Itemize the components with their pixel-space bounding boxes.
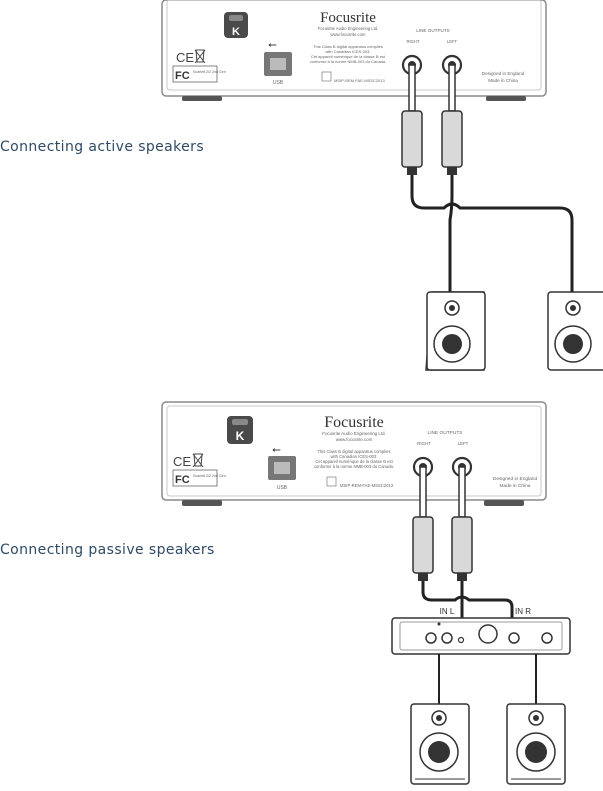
trs-cables-1 xyxy=(401,54,574,300)
brand-name: Focusrite xyxy=(324,414,384,431)
fcc-text-1: This Class B digital apparatus complies xyxy=(313,44,383,49)
lock-letter: K xyxy=(232,26,240,38)
left-output-label: LEFT xyxy=(447,39,458,44)
company-name: Focusrite Audio Engineering Ltd. xyxy=(318,26,379,31)
company-url: www.focusrite.com xyxy=(331,32,366,37)
fcc-text-1: This Class B digital apparatus complies xyxy=(317,449,390,454)
usb-label: USB xyxy=(277,485,288,491)
usb-port: ⭠ USB xyxy=(268,444,296,491)
company-name: Focusrite Audio Engineering Ltd. xyxy=(322,431,385,436)
fcc-text-4: conforme à la norme NMB-003 du Canada. xyxy=(310,59,386,64)
passive-speaker-left xyxy=(410,703,470,785)
ce-mark-icon: CE xyxy=(176,49,206,65)
right-output-label: RIGHT xyxy=(417,441,431,446)
kensington-lock-icon: K xyxy=(224,12,248,38)
fcc-compliance-text: Scarlett 2i2 2nd Gen xyxy=(193,474,226,478)
usb-port: ⭠ USB xyxy=(264,39,292,86)
active-speaker-right xyxy=(547,291,603,371)
fcc-text-4: conforme à la norme NMB-003 du Canada. xyxy=(314,464,394,469)
origin-text-1: Designed in England xyxy=(493,476,538,482)
usb-symbol-icon: ⭠ xyxy=(272,444,281,456)
svg-text:FC: FC xyxy=(175,474,190,486)
origin-text-2: Made in China xyxy=(488,78,518,83)
line-outputs-title: LINE OUTPUTS xyxy=(416,28,449,33)
svg-text:CE: CE xyxy=(176,50,194,65)
fcc-text-3: Cet appareil numérique de la classe B es… xyxy=(311,54,386,59)
fcc-mark-icon: FC Scarlett 2i2 2nd Gen xyxy=(172,65,226,83)
trs-cables-2 xyxy=(412,456,514,618)
company-url: www.focusrite.com xyxy=(336,437,373,442)
left-output-label: LEFT xyxy=(458,441,469,446)
passive-speaker-right xyxy=(506,703,566,785)
amp-in-r-label: IN R xyxy=(515,607,531,616)
ce-mark-icon: CE xyxy=(173,453,204,469)
fcc-text-2: with Canadian ICES-003. xyxy=(326,49,371,54)
amp-in-l-label: IN L xyxy=(440,607,455,616)
line-outputs-title: LINE OUTPUTS xyxy=(428,430,463,436)
korean-code: MSIP-REM-FAE-MSSC2013 xyxy=(340,483,394,488)
brand-name: Focusrite xyxy=(320,10,376,26)
usb-label: USB xyxy=(273,80,284,86)
lock-letter: K xyxy=(236,429,245,443)
active-speakers-caption: Connecting active speakers xyxy=(0,139,205,155)
usb-symbol-icon: ⭠ xyxy=(268,39,277,51)
audio-interface-rear-panel-2: K CE FC Scarlett 2i2 2nd Gen ⭠ USB Focus… xyxy=(161,401,547,506)
audio-interface-rear-panel-1: K CE FC Scarlett 2i2 2nd Gen ⭠ USB Focus… xyxy=(161,0,547,101)
fcc-compliance-text: Scarlett 2i2 2nd Gen xyxy=(193,70,226,74)
power-amplifier: IN L IN R xyxy=(391,607,571,704)
fcc-text-2: with Canadian ICES-003. xyxy=(330,454,377,459)
svg-text:CE: CE xyxy=(173,454,191,469)
svg-text:FC: FC xyxy=(175,70,190,82)
active-speaker-left xyxy=(425,291,486,371)
origin-text-1: Designed in England xyxy=(482,71,525,76)
origin-text-2: Made in China xyxy=(500,483,531,489)
passive-speakers-caption: Connecting passive speakers xyxy=(0,542,215,558)
kensington-lock-icon: K xyxy=(227,416,253,444)
fcc-text-3: Cet appareil numérique de la classe B es… xyxy=(315,459,393,464)
korean-code: MSIP-REM-FAE-MSSC2013 xyxy=(334,78,385,83)
right-output-label: RIGHT xyxy=(406,39,419,44)
fcc-mark-icon: FC Scarlett 2i2 2nd Gen xyxy=(172,469,226,487)
